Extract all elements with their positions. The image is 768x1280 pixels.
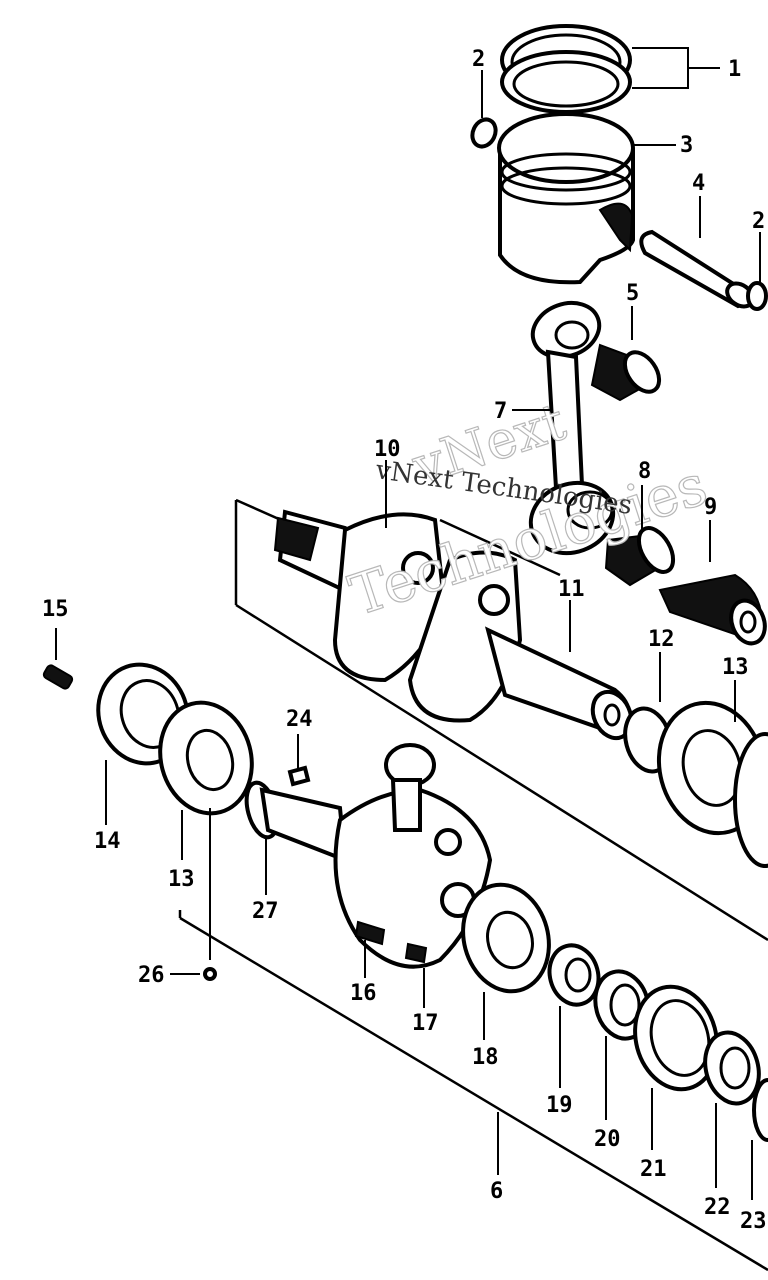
spacer-collar — [547, 943, 601, 1007]
label-18: 18 — [472, 1045, 499, 1070]
circlip-right — [746, 281, 768, 311]
lower-crankshaft — [259, 743, 493, 969]
crank-pin — [658, 573, 767, 646]
circlip-left — [470, 117, 498, 149]
label-12: 12 — [648, 627, 675, 652]
part-labels: 1 2 2 3 4 5 7 8 9 10 11 12 13 13 14 15 1… — [42, 47, 767, 1234]
label-22: 22 — [704, 1195, 731, 1220]
label-2-right: 2 — [752, 209, 765, 234]
label-10: 10 — [374, 437, 401, 462]
label-20: 20 — [594, 1127, 621, 1152]
connecting-rod — [528, 300, 616, 556]
piston-pin — [639, 229, 755, 309]
piston-ring-set — [500, 24, 632, 114]
label-26: 26 — [138, 963, 165, 988]
big-end-bearing — [604, 526, 676, 587]
crankcase-bolt — [42, 664, 74, 690]
label-1: 1 — [728, 57, 741, 82]
piston — [497, 112, 635, 285]
label-3: 3 — [680, 133, 693, 158]
main-bearing-right — [656, 700, 768, 868]
label-21: 21 — [640, 1157, 667, 1182]
label-4: 4 — [692, 171, 705, 196]
label-14: 14 — [94, 829, 121, 854]
crank-web-left — [332, 512, 448, 683]
crank-web-right — [407, 550, 523, 723]
crankshaft-right-shaft — [484, 626, 634, 741]
main-bearing-left — [158, 700, 254, 816]
o-ring-edge — [752, 1078, 768, 1142]
label-13-right: 13 — [722, 655, 749, 680]
label-5: 5 — [626, 281, 639, 306]
leader-lines — [55, 47, 761, 1200]
label-8: 8 — [638, 459, 651, 484]
seal-cover — [633, 984, 719, 1092]
label-2-left: 2 — [472, 47, 485, 72]
small-end-bearing — [590, 343, 662, 402]
main-bearing-lower — [461, 882, 551, 994]
label-24: 24 — [286, 707, 313, 732]
label-9: 9 — [704, 495, 717, 520]
label-16: 16 — [350, 981, 377, 1006]
label-17: 17 — [412, 1011, 439, 1036]
label-15: 15 — [42, 597, 69, 622]
label-7: 7 — [494, 399, 507, 424]
label-6: 6 — [490, 1179, 503, 1204]
oil-seal-small — [703, 1030, 761, 1106]
label-19: 19 — [546, 1093, 573, 1118]
label-11: 11 — [558, 577, 585, 602]
label-13-left: 13 — [168, 867, 195, 892]
lower-frame-lines — [178, 910, 768, 1272]
key — [287, 765, 311, 787]
label-23: 23 — [740, 1209, 767, 1234]
label-27: 27 — [252, 899, 279, 924]
